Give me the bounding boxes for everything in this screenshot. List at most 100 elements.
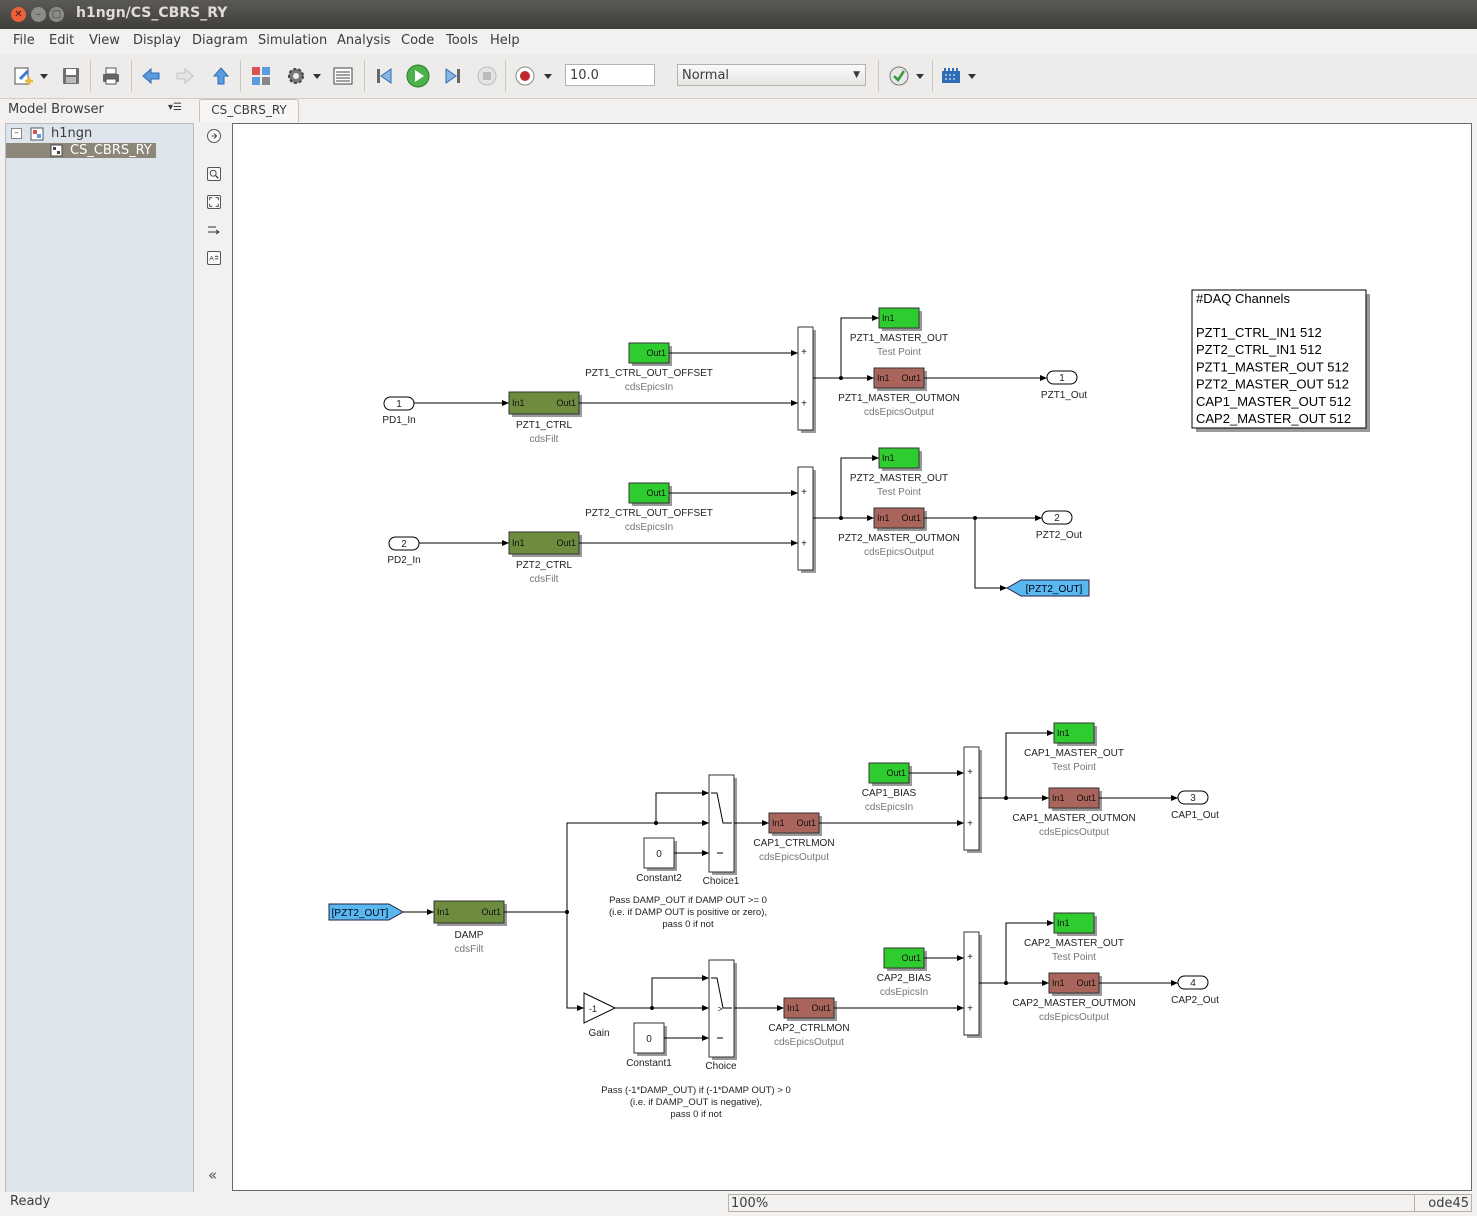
simulation-mode-select[interactable]: Normal ▼ — [677, 64, 866, 86]
gain-value: -1 — [589, 1004, 597, 1014]
grid-layout-icon[interactable] — [940, 65, 962, 87]
pzt2-master-out-name: PZT2_MASTER_OUT — [850, 473, 948, 484]
cap1-out-label: CAP1_Out — [1171, 810, 1219, 821]
arrow-line-icon[interactable] — [207, 223, 221, 237]
cap2-out-port — [1177, 975, 1209, 990]
cap1-master-out-name: CAP1_MASTER_OUT — [1024, 748, 1124, 759]
dropdown-arrow-icon[interactable] — [542, 65, 554, 87]
menu-analysis[interactable]: Analysis — [337, 33, 391, 48]
toolbar-separator — [364, 60, 365, 92]
pzt2-sum-block — [797, 466, 814, 571]
stop-time-input[interactable]: 10.0 — [565, 64, 655, 86]
signal-arrowhead — [762, 820, 769, 826]
minimize-window-icon[interactable]: – — [31, 7, 46, 22]
daq-title: #DAQ Channels — [1196, 291, 1290, 306]
gear-icon[interactable] — [285, 65, 307, 87]
collapse-tree-icon[interactable]: – — [11, 128, 22, 139]
tree-item-h1ngn[interactable]: h1ngn — [51, 126, 93, 141]
back-arrow-icon[interactable] — [140, 65, 162, 87]
fit-to-view-icon[interactable] — [207, 195, 221, 209]
signal-line — [1005, 922, 1054, 983]
menu-display[interactable]: Display — [133, 33, 181, 48]
menu-edit[interactable]: Edit — [49, 33, 75, 48]
annotation-icon[interactable]: A — [207, 251, 221, 265]
cap1-master-out-tp-in-label: In1 — [1057, 728, 1070, 738]
menu-simulation[interactable]: Simulation — [258, 33, 328, 48]
record-icon[interactable] — [514, 65, 536, 87]
signal-arrowhead — [502, 400, 509, 406]
signal-arrowhead — [1000, 585, 1007, 591]
model-advisor-check-icon[interactable] — [888, 65, 910, 87]
signal-arrowhead — [867, 375, 874, 381]
signal-arrowhead — [957, 820, 964, 826]
signal-arrowhead — [1040, 375, 1047, 381]
dropdown-arrow-icon[interactable] — [38, 65, 50, 87]
step-back-icon[interactable] — [373, 65, 395, 87]
pzt1-master-out-tp — [878, 307, 920, 329]
cap1-ctrlmon-block-in-label: In1 — [772, 818, 785, 828]
collapse-panel-icon[interactable]: « — [208, 1166, 218, 1184]
toolbar: 10.0 Normal ▼ — [0, 54, 1477, 99]
cap1-bias-type: cdsEpicsIn — [865, 802, 913, 813]
cap1-bias-block-out-label: Out1 — [886, 768, 906, 778]
menu-help[interactable]: Help — [490, 33, 520, 48]
stop-icon[interactable] — [476, 65, 498, 87]
pzt1-master-out-tp-in-label: In1 — [882, 313, 895, 323]
signal-arrowhead — [427, 909, 434, 915]
menu-code[interactable]: Code — [401, 33, 435, 48]
cap1-master-outmon-name: CAP1_MASTER_OUTMON — [1012, 813, 1135, 824]
run-icon[interactable] — [406, 64, 430, 88]
pzt1-sum-block — [797, 326, 814, 431]
close-window-icon[interactable]: ✕ — [11, 7, 26, 22]
model-browser-header: Model Browser ▾☰ — [0, 99, 193, 121]
print-icon[interactable] — [100, 65, 122, 87]
cap2-master-outmon-block-in-label: In1 — [1052, 978, 1065, 988]
pzt1-sum-block-plus-2: + — [801, 398, 807, 409]
hide-browser-icon[interactable] — [207, 129, 221, 143]
toolbar-separator — [131, 60, 132, 92]
dropdown-arrow-icon[interactable] — [311, 65, 323, 87]
choice-threshold-symbol: > — [717, 1004, 722, 1014]
pzt2-master-out-tp — [878, 447, 920, 469]
cap2-out-port-number: 4 — [1190, 978, 1196, 989]
pzt2-ctrl-block-out-label: Out1 — [556, 538, 576, 548]
tab-cs-cbrs-ry[interactable]: CS_CBRS_RY — [199, 99, 299, 122]
chevron-down-icon: ▼ — [853, 70, 860, 80]
choice-note-line: Pass (-1*DAMP_OUT) if (-1*DAMP OUT) > 0 — [601, 1085, 791, 1096]
forward-arrow-icon[interactable] — [174, 65, 196, 87]
save-icon[interactable] — [60, 65, 82, 87]
cap2-out-label: CAP2_Out — [1171, 995, 1219, 1006]
constant2-label: Constant2 — [636, 873, 682, 884]
model-explorer-icon[interactable] — [332, 65, 354, 87]
pzt1-offset-block-out-label: Out1 — [646, 348, 666, 358]
pzt2-out-port-number: 2 — [1054, 513, 1060, 524]
choice1-note-line: pass 0 if not — [662, 919, 714, 930]
signal-arrowhead — [702, 820, 709, 826]
toolbar-separator — [932, 60, 933, 92]
maximize-window-icon[interactable]: □ — [49, 7, 64, 22]
dropdown-arrow-icon[interactable] — [914, 65, 926, 87]
pzt1-ctrl-name: PZT1_CTRL — [516, 420, 573, 431]
zoom-in-icon[interactable] — [207, 167, 221, 181]
tree-item-cs-cbrs-ry-row[interactable] — [6, 143, 156, 158]
up-arrow-icon[interactable] — [210, 65, 232, 87]
menu-diagram[interactable]: Diagram — [192, 33, 248, 48]
toolbar-separator — [90, 60, 91, 92]
signal-arrowhead — [577, 1005, 584, 1011]
signal-arrowhead — [1171, 980, 1178, 986]
step-forward-icon[interactable] — [442, 65, 464, 87]
tree-item-cs-cbrs-ry[interactable]: CS_CBRS_RY — [70, 143, 152, 158]
pzt2-master-outmon-type: cdsEpicsOutput — [864, 547, 934, 558]
dropdown-arrow-icon[interactable] — [966, 65, 978, 87]
new-model-icon[interactable] — [12, 65, 34, 87]
panel-menu-icon[interactable]: ▾☰ — [168, 102, 182, 113]
library-browser-icon[interactable] — [250, 65, 272, 87]
menu-tools[interactable]: Tools — [446, 33, 479, 48]
menu-view[interactable]: View — [89, 33, 120, 48]
toolbar-separator — [240, 60, 241, 92]
pzt2-ctrl-name: PZT2_CTRL — [516, 560, 573, 571]
choice1-note-line: (i.e. if DAMP OUT is positive or zero), — [609, 907, 767, 918]
menu-file[interactable]: File — [13, 33, 35, 48]
